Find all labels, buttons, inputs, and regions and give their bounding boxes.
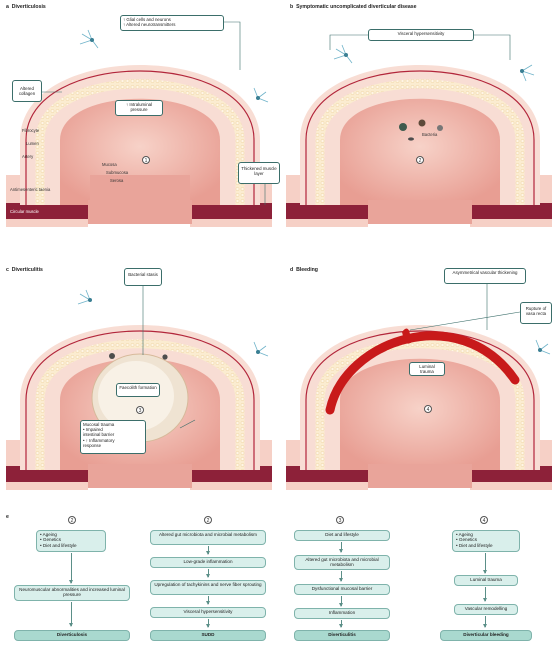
panel-a-diverticulum [6,65,272,227]
flow-col2-box1: Altered gut microbiota and microbial met… [150,530,266,545]
label-mucosa: Mucosa [102,162,117,167]
flow-col1-box1: • Ageing • Genetics • Diet and lifestyle [36,530,106,552]
flow-col3-outcome: Diverticulitis [294,630,390,641]
label-antimesenteric: Antimesenteric taenia [10,187,56,192]
asymmetrical-thickening-callout: Asymmetrical vascular thickening [444,268,526,284]
panel-a-marker: 1 [142,156,150,164]
flow-col1-outcome: Diverticulosis [14,630,130,641]
flow-col4-box3: Vascular remodelling [454,604,518,615]
flow-col3-box2: Altered gut microbiota and microbial met… [294,555,390,570]
glial-cells-callout: ↑ Glial cells and neurons ↑ Altered neur… [120,15,224,31]
flow-col2-number: 2 [204,516,212,524]
bacteria-label: Bacteria [422,132,437,137]
flow-col4-box1: • Ageing • Genetics • Diet and lifestyle [452,530,520,552]
mucosal-trauma-callout: Mucosal trauma • Impaired intestinal bar… [80,420,146,454]
panel-a-title: a Diverticulosis [6,4,46,10]
flow-col1-arrow2 [71,602,72,626]
flow-col3-box3: Dysfunctional mucosal barrier [294,584,390,595]
luminal-trauma-callout: Luminal trauma [409,362,445,376]
panel-e-title: e [6,514,9,520]
flow-col3-arrow3 [341,596,342,606]
label-serosa: Serosa [110,178,123,183]
flow-col2-box3: Upregulation of tachykinins and nerve fi… [150,580,266,595]
label-submucosa: Submucosa [106,170,128,175]
flow-col3-box1: Diet and lifestyle [294,530,390,541]
label-artery: Artery [22,154,33,159]
flow-col2-arrow1 [208,546,209,554]
panel-b-diverticulum [286,65,552,227]
flow-col3-arrow4 [341,620,342,627]
panel-c-marker: 3 [136,406,144,414]
flow-col2-box4: Visceral hypersensitivity [150,607,266,618]
fecalith-callout: Faecolith formation [116,383,160,397]
panel-c-title: c Diverticulitis [6,267,43,273]
flow-col2-arrow2 [208,569,209,577]
flow-col3-number: 3 [336,516,344,524]
label-circular-muscle: Circular muscle [10,209,39,214]
panel-d-title: d Bleeding [290,267,318,273]
flow-col3-arrow2 [341,571,342,581]
flow-col4-number: 4 [480,516,488,524]
panel-b-marker: 2 [416,156,424,164]
flow-col2-box2: Low-grade inflammation [150,557,266,568]
flow-col3-arrow1 [341,542,342,552]
flow-col4-box2: Luminal trauma [454,575,518,586]
flow-col4-arrow1 [485,553,486,573]
thickened-muscle-callout: Thickened muscle layer [238,162,280,184]
flow-col2-arrow3 [208,596,209,604]
flow-col4-outcome: Diverticular bleeding [440,630,532,641]
panel-d-marker: 4 [424,405,432,413]
flow-col1-arrow1 [71,553,72,583]
flow-col1-number: 2 [68,516,76,524]
bacterial-stasis-callout: Bacterial stasis [124,268,162,286]
panel-b-title: b Symptomatic uncomplicated diverticular… [290,4,417,10]
flow-col3-box4: Inflammation [294,608,390,619]
altered-collagen-callout: Altered collagen [12,80,42,102]
visceral-hypersensitivity-callout: Visceral hypersensitivity [368,29,474,41]
flow-col4-arrow2 [485,587,486,601]
rupture-callout: Rupture of vasa recta [520,302,552,324]
flow-col4-arrow3 [485,616,486,627]
label-lumen: Lumen [26,141,39,146]
panel-d-diverticulum [286,325,552,490]
flow-col2-arrow4 [208,619,209,627]
intraluminal-pressure-callout: ↑ Intraluminal pressure [115,100,163,116]
flow-col2-outcome: SUDD [150,630,266,641]
label-fibrocyte: Fibrocyte [22,128,39,133]
flow-col1-box2: Neuromuscular abnormalities and increase… [14,585,130,601]
